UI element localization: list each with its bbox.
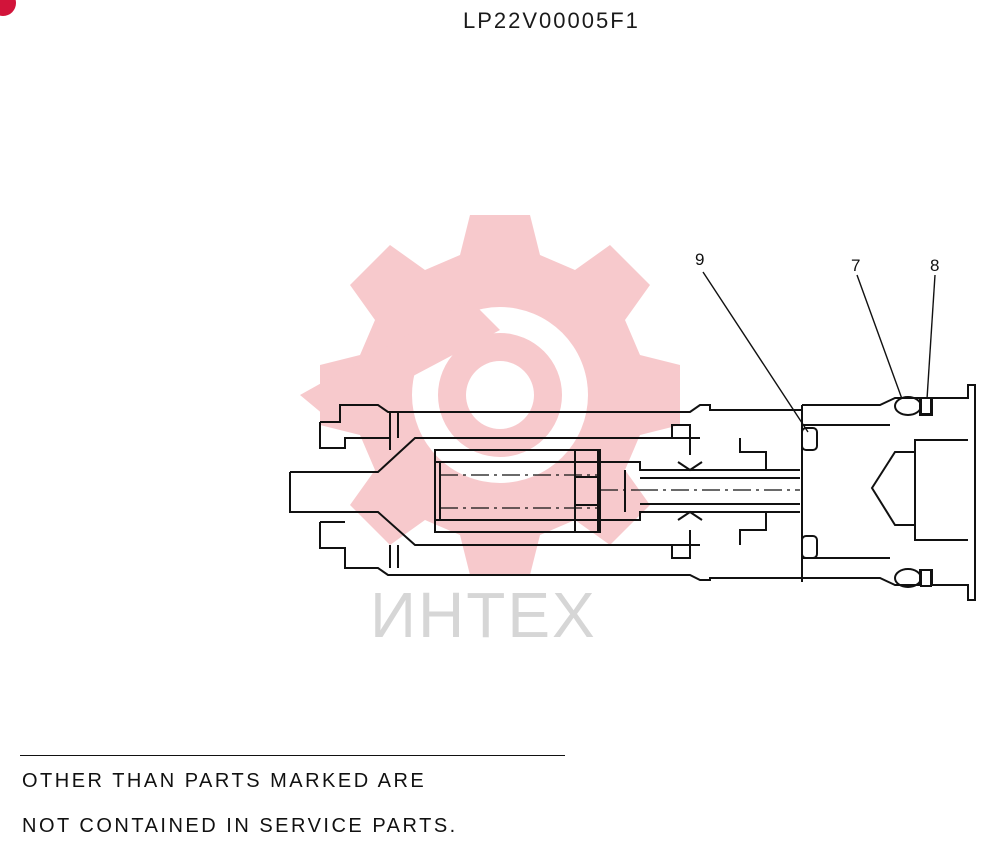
note-divider	[20, 755, 565, 756]
callout-8: 8	[930, 256, 940, 275]
watermark-text: ИНТЕХ	[370, 579, 597, 651]
corner-marker	[0, 0, 16, 16]
note-line-1: OTHER THAN PARTS MARKED ARE	[22, 770, 427, 792]
callout-9: 9	[695, 250, 705, 269]
leader-line-9	[702, 271, 809, 433]
drawing-code: LP22V00005F1	[463, 8, 640, 33]
note-line-2: NOT CONTAINED IN SERVICE PARTS.	[22, 815, 458, 837]
callout-7: 7	[851, 256, 861, 275]
leader-line-8	[926, 274, 936, 400]
leader-line-7	[856, 274, 903, 400]
